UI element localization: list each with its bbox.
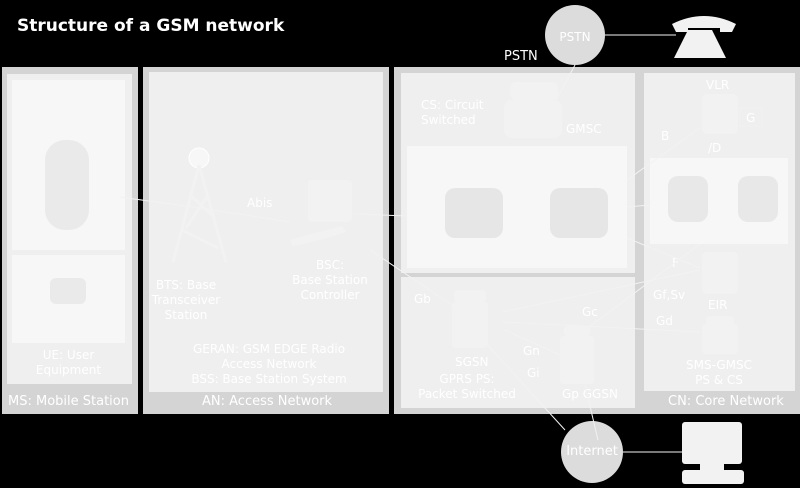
ps-area [401,277,635,408]
gi-label: Gi [527,366,540,380]
phone-icon [672,16,736,58]
tower-icon [171,147,228,263]
gb-label: Gb [414,292,431,306]
vlr-label: VLR [706,78,730,92]
eir-icon [702,252,738,294]
eir-label: EIR [708,298,728,312]
pstn-circle-label: PSTN [559,30,591,44]
sim-icon [50,278,86,304]
internet-circle [561,421,623,483]
ggsn-label: Gp GGSN [562,387,618,401]
gc-label: Gc [582,305,598,319]
gmsc-label: GMSC [566,122,602,136]
gprs-label: GPRS PS:Packet Switched [418,372,516,401]
g-label: G [746,111,756,125]
cs-inner-icons [445,188,608,238]
sgsn-label: SGSN [455,355,489,369]
abis-label: Abis [247,196,273,210]
internet-label: Internet [566,444,618,459]
ggsn-icon [560,326,594,384]
gn-label: Gn [523,344,540,358]
sgsn-icon [452,290,488,348]
msc-icon [504,82,562,138]
vlr-icon [702,94,763,134]
connection-lines [119,34,701,453]
an-section-label: AN: Access Network [202,394,333,409]
cn-section-label: CN: Core Network [668,394,784,409]
page-title: Structure of a GSM network [17,16,285,36]
f-label: F [672,256,679,270]
d-label: /D [708,141,722,155]
computer-icon [682,422,744,484]
gd-label: Gd [656,314,673,328]
bsc-icon [290,180,352,246]
ms-section-label: MS: Mobile Station [8,394,129,409]
hlr-auc-icons [668,176,778,222]
sms-gmsc-icon [702,316,738,354]
pstn-label: PSTN [504,49,538,64]
pstn-circle [545,5,605,65]
gfsv-label: Gf,Sv [653,288,686,302]
b-label: B [661,129,670,143]
handset-icon [45,140,89,230]
